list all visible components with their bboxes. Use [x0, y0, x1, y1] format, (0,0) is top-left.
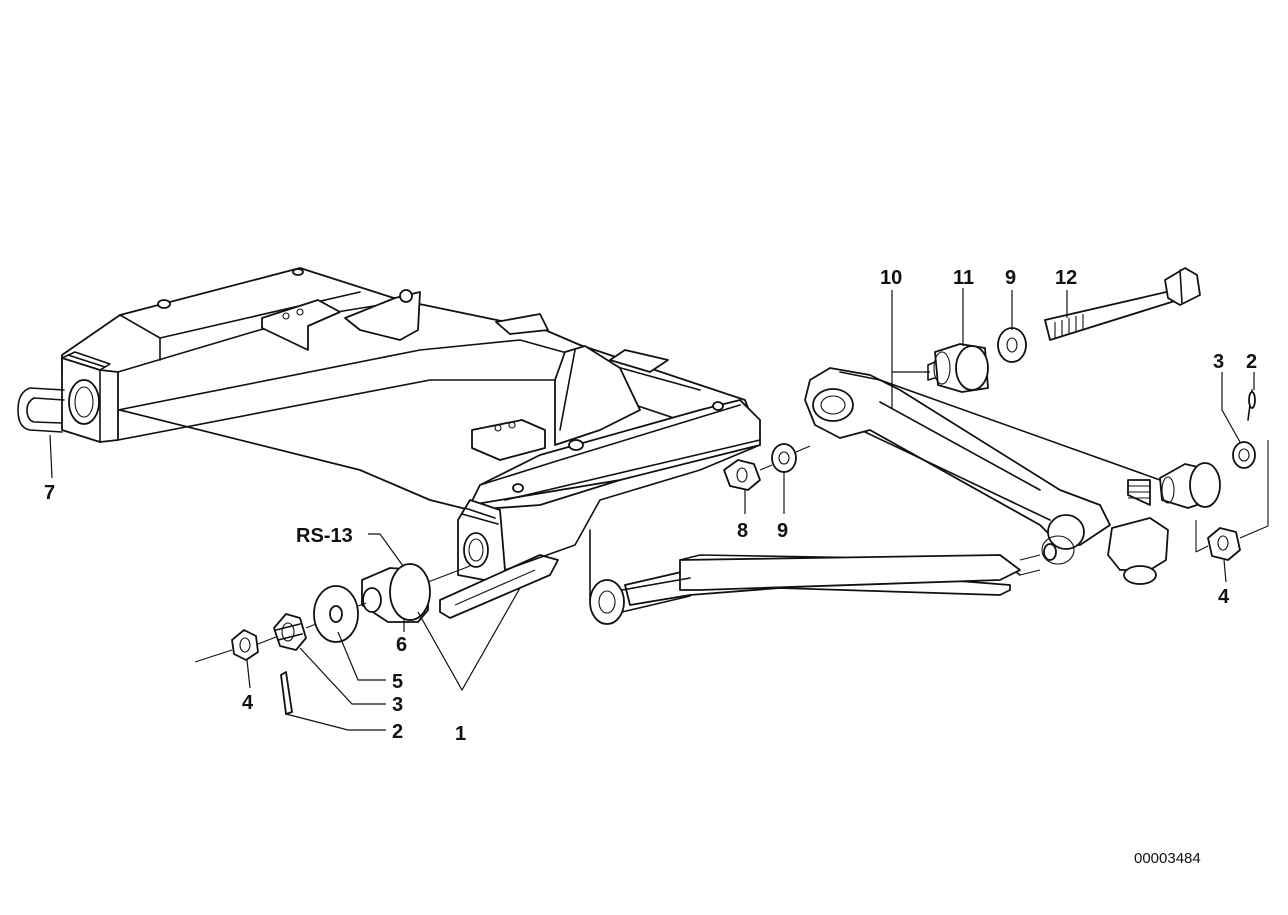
callout-rs13: RS-13 [296, 525, 353, 547]
control-arm [804, 367, 1171, 585]
front-axle-carrier [61, 267, 761, 619]
callout-11: 11 [953, 267, 974, 289]
callout-10: 10 [880, 267, 902, 289]
u-bracket [17, 387, 65, 433]
callout-7: 7 [44, 482, 55, 504]
callout-4-left: 4 [242, 692, 254, 714]
left-hardware [194, 563, 471, 715]
callout-8: 8 [737, 520, 748, 542]
rear-bushing-set [927, 267, 1201, 393]
diagram-code: 00003484 [1134, 850, 1201, 867]
callout-2-right: 2 [1246, 351, 1257, 373]
callout-6: 6 [396, 634, 407, 656]
callout-3-right: 3 [1213, 351, 1224, 373]
right-nut [1195, 440, 1269, 561]
callout-9-middle: 9 [777, 520, 788, 542]
callout-2-left: 2 [392, 721, 403, 743]
leader-lines [49, 288, 1255, 731]
callout-9-top: 9 [1005, 267, 1016, 289]
front-bushing-set [1159, 389, 1256, 509]
callout-5: 5 [392, 671, 403, 693]
callout-12: 12 [1055, 267, 1077, 289]
callout-4-right: 4 [1218, 586, 1230, 608]
callout-1: 1 [455, 723, 466, 745]
callout-3-left: 3 [392, 694, 403, 716]
tension-strut [589, 554, 1041, 625]
